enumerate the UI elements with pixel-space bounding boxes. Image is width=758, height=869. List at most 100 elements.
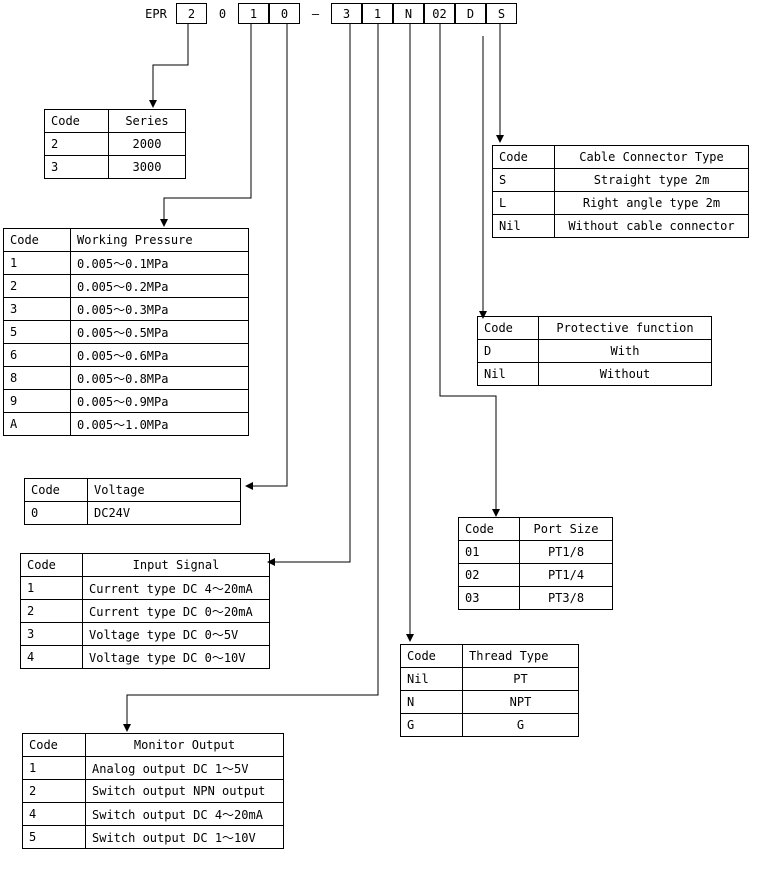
- header-cell: Code: [3, 228, 71, 252]
- value-cell: PT3/8: [519, 586, 613, 610]
- header-cell: Port Size: [519, 517, 613, 541]
- value-cell: Without cable connector: [554, 214, 749, 238]
- code-protective: D: [455, 3, 486, 24]
- table-row: 4 Voltage type DC 0～10V: [20, 645, 270, 669]
- table-row: 2 Switch output NPN output: [22, 779, 284, 803]
- header-cell: Cable Connector Type: [554, 145, 749, 169]
- header-cell: Protective function: [538, 316, 712, 340]
- header-cell: Code: [22, 733, 86, 757]
- table-row: 0 DC24V: [24, 501, 241, 525]
- code-cell: A: [3, 412, 71, 436]
- code-input-signal: 3: [331, 3, 362, 24]
- table-row: 9 0.005～0.9MPa: [3, 389, 249, 413]
- value-cell: G: [462, 713, 579, 737]
- code-cell: N: [400, 690, 463, 714]
- code-cell: 2: [22, 779, 86, 803]
- header-cell: Series: [108, 109, 186, 133]
- connector-working-pressure: [160, 24, 252, 227]
- code-cell: G: [400, 713, 463, 737]
- voltage-table: Code Voltage 0 DC24V: [24, 478, 241, 525]
- code-cell: Nil: [400, 667, 463, 691]
- table-row: 8 0.005～0.8MPa: [3, 366, 249, 390]
- header-cell: Code: [477, 316, 539, 340]
- value-cell: Current type DC 4～20mA: [82, 576, 270, 600]
- table-row: D With: [477, 339, 712, 363]
- code-cell: 2: [3, 274, 71, 298]
- table-row: 3 3000: [44, 155, 186, 179]
- header-cell: Working Pressure: [70, 228, 249, 252]
- table-header-row: Code Protective function: [477, 316, 712, 340]
- header-cell: Input Signal: [82, 553, 270, 577]
- code-cell: 01: [458, 540, 520, 564]
- header-cell: Monitor Output: [85, 733, 284, 757]
- code-cell: D: [477, 339, 539, 363]
- code-cell: 02: [458, 563, 520, 587]
- part-number-code: EPR 2 0 1 0 — 3 1 N 02 D S: [136, 3, 517, 24]
- code-cell: 2: [20, 599, 83, 623]
- table-row: 5 Switch output DC 1～10V: [22, 825, 284, 849]
- series-table: Code Series 2 2000 3 3000: [44, 109, 186, 179]
- table-row: S Straight type 2m: [492, 168, 749, 192]
- table-row: G G: [400, 713, 579, 737]
- header-cell: Thread Type: [462, 644, 579, 668]
- value-cell: Switch output NPN output: [85, 779, 284, 803]
- code-cell: 2: [44, 132, 109, 156]
- connector-voltage: [245, 24, 288, 490]
- code-cell: Nil: [492, 214, 555, 238]
- table-header-row: Code Cable Connector Type: [492, 145, 749, 169]
- code-cell: L: [492, 191, 555, 215]
- header-cell: Code: [24, 478, 88, 502]
- code-cell: 3: [44, 155, 109, 179]
- code-cell: 5: [22, 825, 86, 849]
- value-cell: 0.005～0.3MPa: [70, 297, 249, 321]
- code-digit: 0: [218, 6, 227, 21]
- value-cell: 3000: [108, 155, 186, 179]
- table-row: L Right angle type 2m: [492, 191, 749, 215]
- table-header-row: Code Voltage: [24, 478, 241, 502]
- code-cell: 1: [22, 756, 86, 780]
- code-cell: 03: [458, 586, 520, 610]
- value-cell: Without: [538, 362, 712, 386]
- code-cell: S: [492, 168, 555, 192]
- code-cell: 8: [3, 366, 71, 390]
- table-header-row: Code Monitor Output: [22, 733, 284, 757]
- code-cell: 0: [24, 501, 88, 525]
- table-row: Nil Without: [477, 362, 712, 386]
- code-separator: —: [311, 6, 320, 21]
- value-cell: NPT: [462, 690, 579, 714]
- working-pressure-table: Code Working Pressure 1 0.005～0.1MPa 2 0…: [3, 228, 249, 436]
- value-cell: Voltage type DC 0～10V: [82, 645, 270, 669]
- value-cell: With: [538, 339, 712, 363]
- value-cell: 0.005～1.0MPa: [70, 412, 249, 436]
- table-row: 6 0.005～0.6MPa: [3, 343, 249, 367]
- table-row: A 0.005～1.0MPa: [3, 412, 249, 436]
- code-voltage: 0: [269, 3, 300, 24]
- code-prefix: EPR: [145, 6, 167, 21]
- table-row: 02 PT1/4: [458, 563, 613, 587]
- value-cell: PT1/4: [519, 563, 613, 587]
- code-cell: 6: [3, 343, 71, 367]
- value-cell: PT: [462, 667, 579, 691]
- value-cell: 0.005～0.1MPa: [70, 251, 249, 275]
- value-cell: Voltage type DC 0～5V: [82, 622, 270, 646]
- table-row: 1 Analog output DC 1～5V: [22, 756, 284, 780]
- header-cell: Code: [458, 517, 520, 541]
- code-cell: 3: [3, 297, 71, 321]
- connector-monitor-output: [123, 24, 379, 732]
- table-row: 3 0.005～0.3MPa: [3, 297, 249, 321]
- table-row: 2 2000: [44, 132, 186, 156]
- table-row: 03 PT3/8: [458, 586, 613, 610]
- value-cell: Straight type 2m: [554, 168, 749, 192]
- code-cell: 9: [3, 389, 71, 413]
- table-row: 2 0.005～0.2MPa: [3, 274, 249, 298]
- value-cell: 0.005～0.8MPa: [70, 366, 249, 390]
- code-cell: 5: [3, 320, 71, 344]
- header-cell: Code: [44, 109, 109, 133]
- value-cell: 0.005～0.6MPa: [70, 343, 249, 367]
- value-cell: Current type DC 0～20mA: [82, 599, 270, 623]
- code-cell: 4: [22, 802, 86, 826]
- connector-port-size: [439, 24, 500, 517]
- code-working-pressure: 1: [238, 3, 269, 24]
- value-cell: DC24V: [87, 501, 241, 525]
- table-row: 1 Current type DC 4～20mA: [20, 576, 270, 600]
